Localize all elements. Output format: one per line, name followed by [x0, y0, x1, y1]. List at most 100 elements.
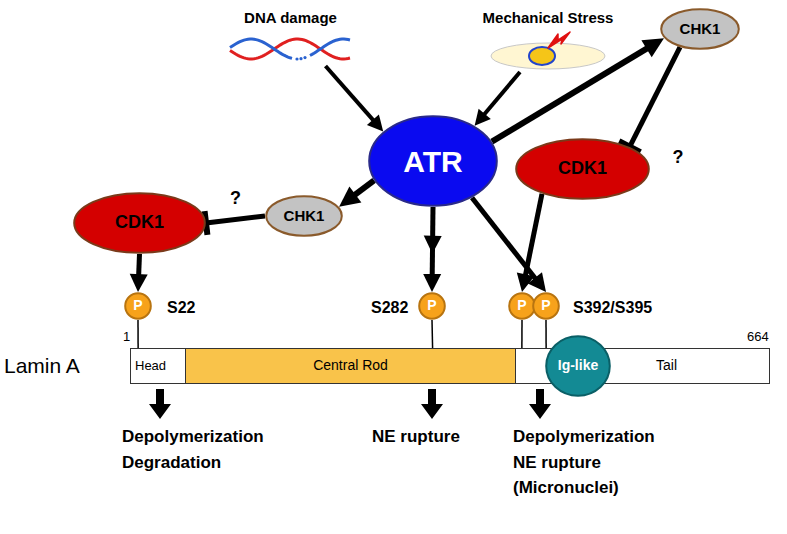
arrow-connector: [475, 72, 520, 126]
ellipse-shape: [546, 336, 610, 396]
ellipse-shape: [533, 293, 559, 319]
node-label: Ig-like: [558, 358, 598, 373]
arrow-head: [367, 115, 383, 132]
node-label: CHK1: [284, 208, 325, 225]
site-label: 664: [747, 327, 769, 347]
text-holder: Head: [131, 349, 185, 383]
text-holder: Ig-like: [545, 335, 611, 397]
arrow-connector: [130, 254, 148, 292]
kinase-ellipse: ATR: [368, 115, 498, 207]
arrow-head: [423, 274, 441, 292]
kinase-ellipse: CDK1: [73, 192, 206, 254]
site-label: S282: [371, 296, 408, 320]
domain-ellipse: Ig-like: [545, 335, 611, 397]
down-arrow: [529, 389, 551, 419]
down-arrow: [149, 389, 171, 419]
phospho-circle: P: [532, 292, 560, 320]
cell-nucleus: [529, 47, 555, 65]
node-label: Head: [135, 359, 166, 373]
dna-break-dot: [295, 57, 298, 60]
node-label: ATR: [403, 145, 462, 178]
node-label: DNA damage: [244, 10, 337, 27]
node-label: P: [133, 298, 142, 313]
text-holder: CHK1: [660, 8, 740, 50]
dna-damage-source: DNA damage: [228, 8, 353, 66]
node-label: Mechanical Stress: [483, 10, 614, 27]
text-holder: CHK1: [265, 195, 343, 237]
node-label: Tail: [656, 358, 677, 373]
phospho-circle: P: [124, 292, 152, 320]
arrow-connector: [138, 320, 139, 348]
domain-box: Central Rod: [185, 348, 516, 384]
arrow-connector: [521, 320, 522, 348]
lightning-bolt: [548, 32, 570, 48]
cell-illustration: [478, 30, 618, 72]
connector-line: [352, 180, 374, 197]
down-arrow: [421, 389, 443, 419]
text-holder: P: [532, 292, 560, 320]
ellipse-shape: [516, 139, 649, 199]
node-label: P: [517, 298, 526, 313]
text-holder: ATR: [368, 115, 498, 207]
arrow-connector: [472, 198, 546, 292]
dna-strand: [230, 39, 292, 58]
node-label: Central Rod: [313, 358, 388, 373]
inhibition-connector: [619, 47, 680, 152]
arrow-head: [424, 236, 442, 254]
kinase-ellipse: CHK1: [265, 195, 343, 237]
connector-line: [483, 72, 520, 116]
dna-break-dot: [303, 56, 306, 59]
dna-break-dot: [299, 57, 302, 60]
edge-label: ?: [672, 143, 683, 170]
ellipse-shape: [74, 193, 205, 253]
node-label: CHK1: [680, 21, 721, 38]
node-label: CDK1: [115, 213, 164, 233]
connector-line: [431, 320, 433, 348]
ellipse-shape: [266, 196, 342, 236]
outcome-text: Depolymerization Degradation: [122, 424, 282, 475]
text-holder: P: [124, 292, 152, 320]
ellipse-shape: [419, 293, 445, 319]
site-label: S392/S395: [573, 296, 652, 320]
arrow-head: [641, 38, 664, 57]
mechanical-stress-source: Mechanical Stress: [478, 8, 618, 72]
arrow-head: [130, 274, 148, 292]
connector-line: [137, 320, 139, 348]
site-label: NE rupture: [372, 424, 460, 450]
outcome-text: Depolymerization NE rupture (Micronuclei…: [513, 424, 683, 501]
dna-strand: [310, 39, 350, 56]
text-holder: P: [418, 292, 446, 320]
connector-line: [521, 320, 523, 348]
phospho-circle: P: [418, 292, 446, 320]
edge-label: ?: [230, 184, 241, 211]
arrow-connector: [339, 180, 374, 206]
node-label: Lamin A: [4, 354, 80, 377]
connector-line: [630, 47, 680, 147]
dna-helix: [228, 32, 353, 66]
arrow-connector: [432, 320, 434, 348]
site-label: 1: [123, 327, 130, 347]
ellipse-shape: [509, 293, 535, 319]
kinase-ellipse: CDK1: [515, 138, 650, 200]
ellipse-shape: [661, 9, 739, 49]
dna-strand: [230, 39, 350, 59]
node-label: P: [541, 298, 550, 313]
domain-box: Head: [130, 348, 186, 384]
text-holder: Central Rod: [186, 349, 515, 383]
phospho-circle: P: [508, 292, 536, 320]
text-holder: DNA damage: [228, 8, 353, 28]
text-holder: CDK1: [515, 138, 650, 200]
text-holder: P: [508, 292, 536, 320]
ellipse-shape: [369, 116, 497, 206]
site-label: S22: [167, 296, 195, 320]
protein-bar: Lamin AHeadCentral RodIg-likeTail: [130, 348, 770, 384]
arrow-head: [475, 109, 491, 126]
ellipse-shape: [125, 293, 151, 319]
connector-line: [545, 320, 547, 348]
kinase-ellipse: CHK1: [660, 8, 740, 50]
arrow-connector: [326, 66, 384, 132]
connector-line: [326, 66, 375, 122]
